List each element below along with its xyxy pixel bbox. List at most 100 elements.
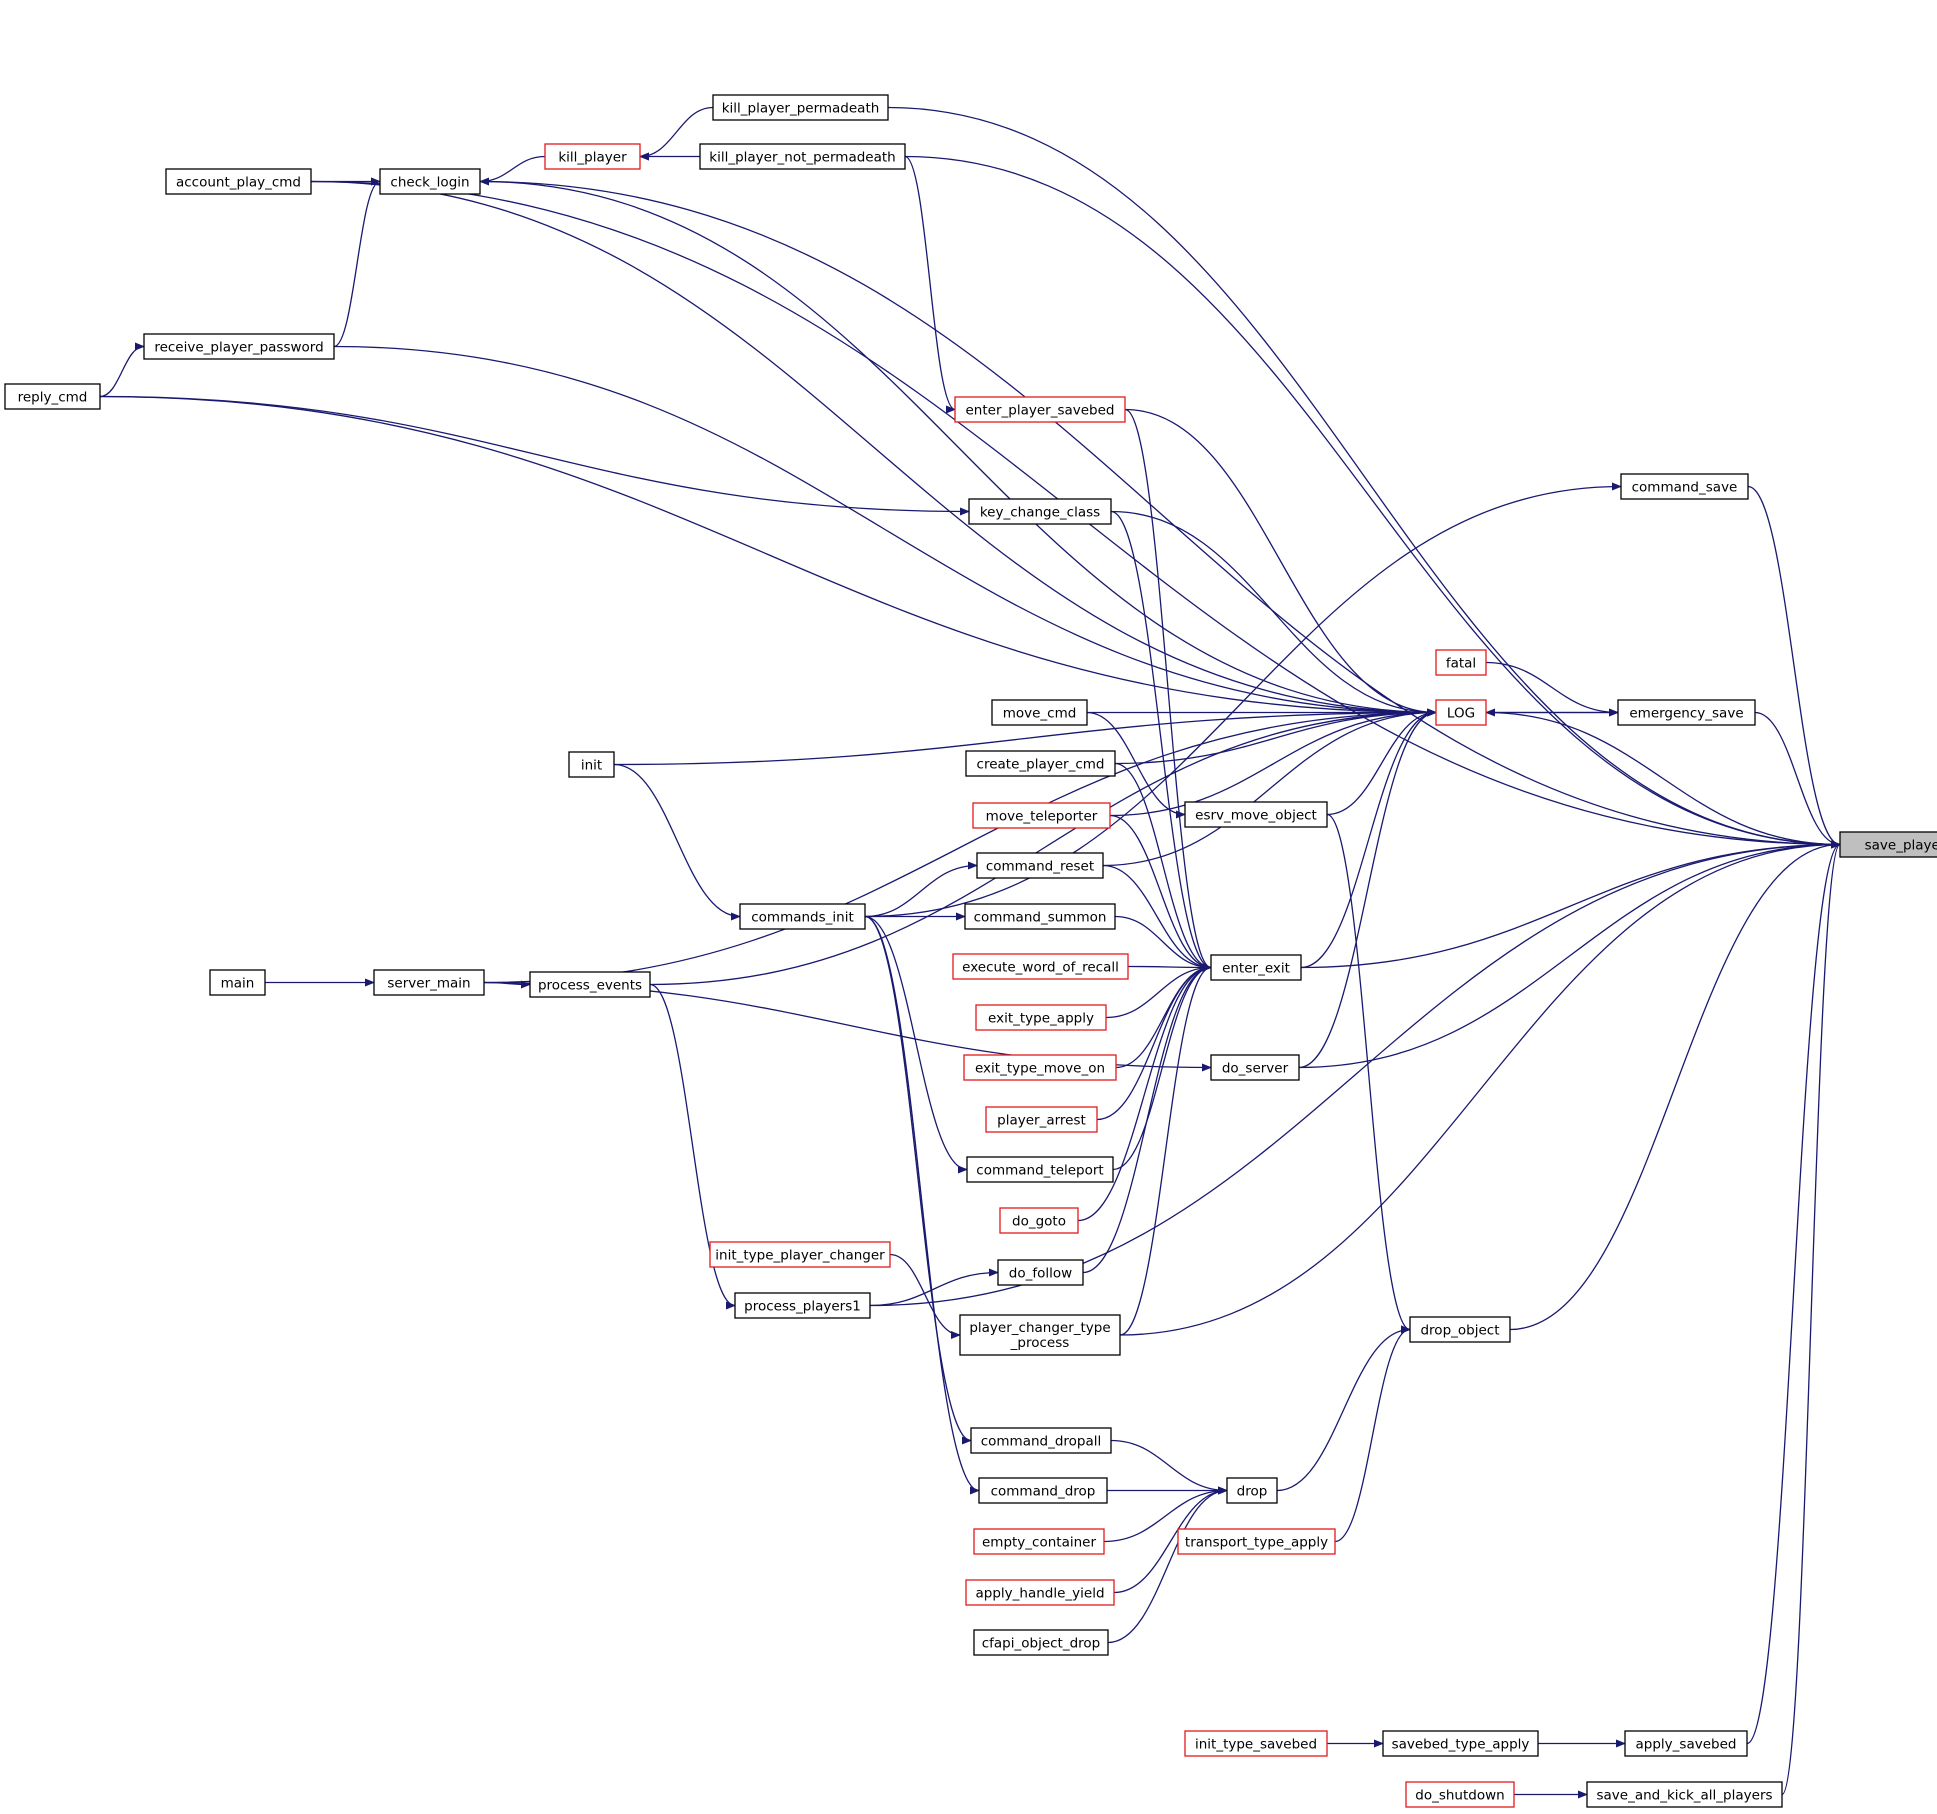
node-execute-word-of-recall[interactable]: execute_word_of_recall xyxy=(952,953,1129,980)
node-command-reset[interactable]: command_reset xyxy=(976,852,1104,879)
node-server-main[interactable]: server_main xyxy=(373,969,485,996)
node-box xyxy=(952,953,1129,980)
node-box xyxy=(544,143,641,170)
node-label: save_and_kick_all_players xyxy=(1596,1788,1772,1804)
edge-do_follow-to-enter_exit xyxy=(1082,963,1212,1274)
edge-line xyxy=(1077,963,1212,1222)
node-commands-init[interactable]: commands_init xyxy=(739,903,866,930)
edge-kill_player_not_permadeath-to-enter_player_savebed xyxy=(904,155,956,414)
node-cfapi-object-drop[interactable]: cfapi_object_drop xyxy=(973,1629,1109,1656)
edge-kill_player-to-check_login xyxy=(479,155,546,186)
node-init[interactable]: init xyxy=(568,751,615,778)
node-fatal[interactable]: fatal xyxy=(1435,649,1487,676)
node-label: esrv_move_object xyxy=(1195,808,1317,824)
node-apply-handle-yield[interactable]: apply_handle_yield xyxy=(965,1579,1115,1606)
node-kill-player[interactable]: kill_player xyxy=(544,143,641,170)
node-do-shutdown[interactable]: do_shutdown xyxy=(1405,1781,1515,1808)
edge-esrv_move_object-to-drop_object xyxy=(1326,813,1411,1334)
node-drop-object[interactable]: drop_object xyxy=(1409,1316,1511,1343)
node-label: kill_player_permadeath xyxy=(722,101,880,117)
node-command-dropall[interactable]: command_dropall xyxy=(970,1427,1112,1454)
node-exit-type-apply[interactable]: exit_type_apply xyxy=(975,1004,1107,1031)
node-exit-type-move-on[interactable]: exit_type_move_on xyxy=(963,1054,1117,1081)
edge-line xyxy=(904,155,1841,849)
node-emergency-save[interactable]: emergency_save xyxy=(1617,699,1756,726)
edge-line xyxy=(1109,708,1437,817)
node-label: receive_player_password xyxy=(154,340,323,356)
node-kill-player-not-permadeath[interactable]: kill_player_not_permadeath xyxy=(699,143,906,170)
edge-line xyxy=(1509,840,1841,1331)
edge-exit_type_apply-to-enter_exit xyxy=(1105,963,1212,1019)
node-box xyxy=(1405,1781,1515,1808)
node-box xyxy=(143,333,335,360)
node-label: account_play_cmd xyxy=(176,175,301,191)
node-box xyxy=(709,1241,891,1268)
edge-commands_init-to-command_drop xyxy=(864,915,980,1495)
node-transport-type-apply[interactable]: transport_type_apply xyxy=(1177,1528,1336,1555)
node-box xyxy=(985,1106,1098,1133)
node-move-teleporter[interactable]: move_teleporter xyxy=(972,802,1111,829)
node-do-goto[interactable]: do_goto xyxy=(999,1207,1079,1234)
node-box xyxy=(1435,649,1487,676)
node-player-arrest[interactable]: player_arrest xyxy=(985,1106,1098,1133)
node-enter-exit[interactable]: enter_exit xyxy=(1210,954,1302,981)
node-label: enter_player_savebed xyxy=(966,403,1115,419)
edge-command_reset-to-enter_exit xyxy=(1102,864,1212,972)
node-save-and-kick-all-players[interactable]: save_and_kick_all_players xyxy=(1586,1781,1783,1808)
node-init-type-savebed[interactable]: init_type_savebed xyxy=(1184,1730,1328,1757)
node-process-events[interactable]: process_events xyxy=(529,971,651,998)
node-command-drop[interactable]: command_drop xyxy=(978,1477,1108,1504)
node-label: do_server xyxy=(1222,1061,1289,1077)
node-LOG[interactable]: LOG xyxy=(1435,699,1487,726)
edge-line xyxy=(1114,762,1212,972)
node-command-summon[interactable]: command_summon xyxy=(964,903,1116,930)
node-drop[interactable]: drop xyxy=(1226,1477,1278,1504)
node-box xyxy=(1435,699,1487,726)
node-empty-container[interactable]: empty_container xyxy=(973,1528,1105,1555)
edge-move_teleporter-to-enter_exit xyxy=(1109,814,1212,972)
node-savebed-type-apply[interactable]: savebed_type_apply xyxy=(1382,1730,1539,1757)
node-key-change-class[interactable]: key_change_class xyxy=(968,498,1112,525)
edge-line xyxy=(1326,813,1411,1334)
edge-init_type_player_changer-to-player_changer_type_process xyxy=(889,1253,961,1339)
node-process-players1[interactable]: process_players1 xyxy=(734,1292,871,1319)
edge-transport_type_apply-to-drop_object xyxy=(1334,1325,1411,1543)
node-label: do_goto xyxy=(1012,1214,1066,1230)
node-apply-savebed[interactable]: apply_savebed xyxy=(1624,1730,1748,1757)
node-esrv-move-object[interactable]: esrv_move_object xyxy=(1184,801,1328,828)
edge-apply_savebed-to-save_player xyxy=(1746,840,1841,1745)
edge-create_player_cmd-to-enter_exit xyxy=(1114,762,1212,972)
node-command-teleport[interactable]: command_teleport xyxy=(966,1156,1114,1183)
node-enter-player-savebed[interactable]: enter_player_savebed xyxy=(954,396,1126,423)
edge-line xyxy=(1109,814,1212,972)
edge-commands_init-to-command_dropall xyxy=(864,915,972,1445)
node-do-follow[interactable]: do_follow xyxy=(997,1259,1084,1286)
edge-player_changer_type_process-to-enter_exit xyxy=(1119,963,1212,1336)
node-create-player-cmd[interactable]: create_player_cmd xyxy=(965,750,1116,777)
edge-line xyxy=(864,915,972,1445)
node-box xyxy=(978,1477,1108,1504)
node-player-changer-type-process[interactable]: player_changer_type_process xyxy=(959,1314,1121,1356)
node-account-play-cmd[interactable]: account_play_cmd xyxy=(165,168,312,195)
node-receive-player-password[interactable]: receive_player_password xyxy=(143,333,335,360)
node-box xyxy=(976,852,1104,879)
edge-line xyxy=(1298,708,1437,1069)
edge-process_events-to-LOG xyxy=(649,708,1437,986)
node-do-server[interactable]: do_server xyxy=(1210,1054,1300,1081)
node-move-cmd[interactable]: move_cmd xyxy=(991,699,1088,726)
node-kill-player-permadeath[interactable]: kill_player_permadeath xyxy=(712,94,889,121)
node-check-login[interactable]: check_login xyxy=(379,168,481,195)
node-main[interactable]: main xyxy=(209,969,266,996)
node-box xyxy=(734,1292,871,1319)
node-reply-cmd[interactable]: reply_cmd xyxy=(4,383,101,410)
node-command-save[interactable]: command_save xyxy=(1620,473,1749,500)
node-box xyxy=(165,168,312,195)
node-save-player[interactable]: save_player xyxy=(1839,831,1937,858)
node-box xyxy=(1210,954,1302,981)
node-init-type-player-changer[interactable]: init_type_player_changer xyxy=(709,1241,891,1268)
edge-line xyxy=(1300,840,1841,969)
node-box xyxy=(965,750,1116,777)
node-label: command_save xyxy=(1632,480,1738,496)
edge-esrv_move_object-to-LOG xyxy=(1326,708,1437,816)
edge-init-to-LOG xyxy=(613,708,1437,766)
